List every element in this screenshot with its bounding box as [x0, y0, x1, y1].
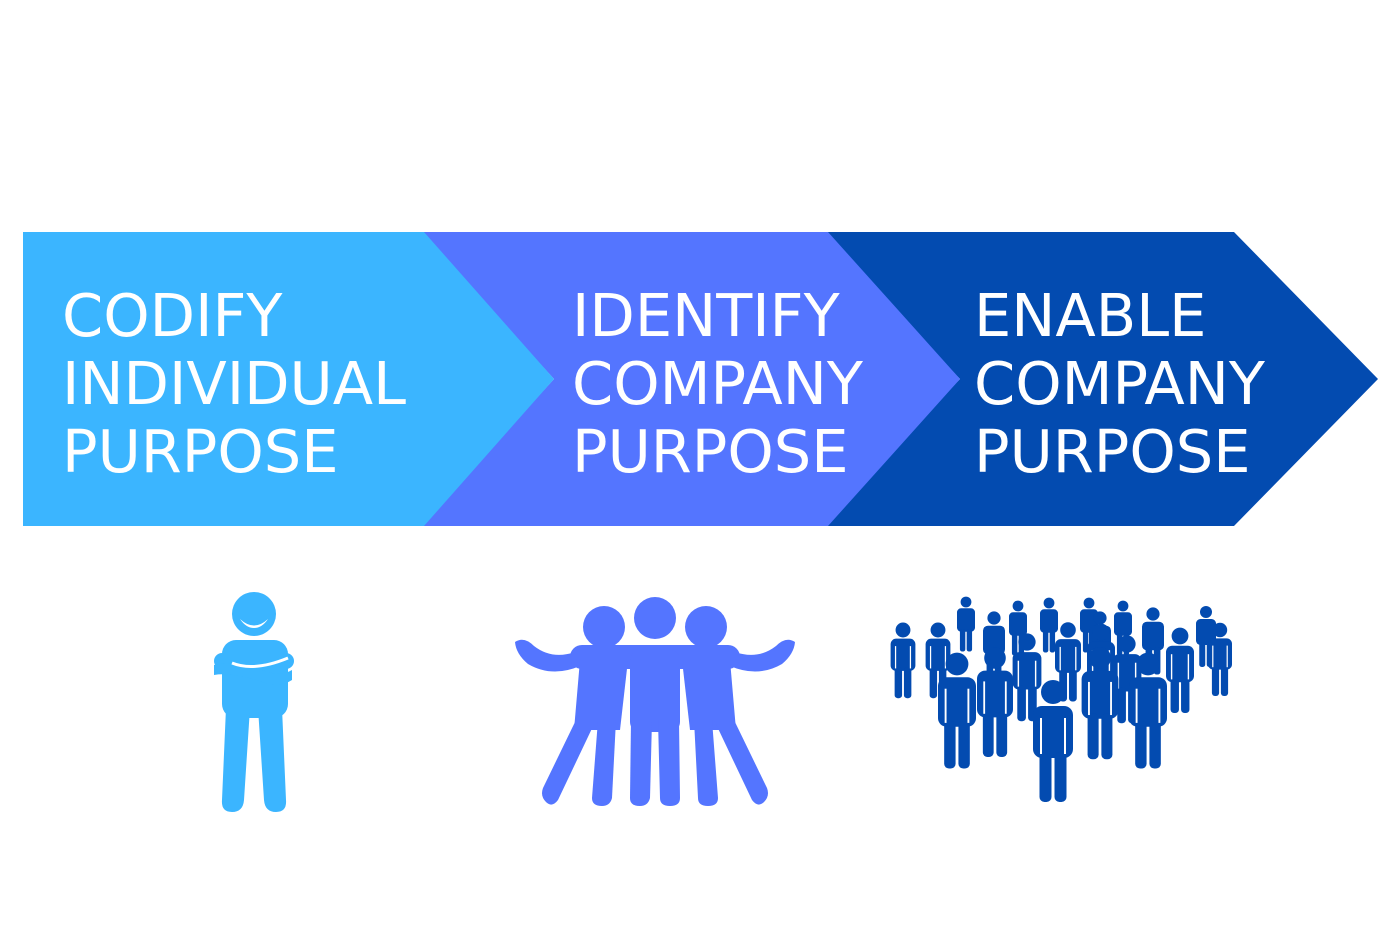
crowd-person [1166, 627, 1194, 713]
step-2-line-3: PURPOSE [572, 417, 849, 486]
crowd-person [957, 596, 975, 652]
step-1-line-3: PURPOSE [62, 417, 339, 486]
step-2-label: IDENTIFY COMPANY PURPOSE [572, 282, 863, 486]
crowd-person [1040, 597, 1058, 653]
crowd-person [938, 652, 976, 769]
step-2-line-1: IDENTIFY [572, 281, 840, 350]
crowd-person [890, 622, 916, 699]
three-people-group-icon [515, 597, 795, 806]
step-2-line-2: COMPANY [572, 349, 863, 418]
crowd-person [1081, 646, 1119, 760]
crowd-of-people-icon [890, 596, 1232, 802]
crowd-person [1009, 600, 1027, 656]
crowd-person [1129, 652, 1167, 769]
step-1-label: CODIFY INDIVIDUAL PURPOSE [62, 282, 406, 486]
step-2-segment [420, 232, 960, 526]
step-3-segment [820, 232, 1378, 526]
step-3-line-2: COMPANY [974, 349, 1265, 418]
crowd-person [1033, 680, 1073, 802]
single-person-arms-crossed-icon [214, 592, 294, 812]
step-1-line-2: INDIVIDUAL [62, 349, 406, 418]
crowd-person [1208, 622, 1232, 696]
step-3-line-3: PURPOSE [974, 417, 1251, 486]
crowd-person [977, 647, 1013, 757]
step-1-line-1: CODIFY [62, 281, 283, 350]
step-1-segment [23, 232, 554, 526]
step-3-label: ENABLE COMPANY PURPOSE [974, 282, 1265, 486]
crowd-person [1055, 622, 1081, 702]
step-3-line-1: ENABLE [974, 281, 1207, 350]
